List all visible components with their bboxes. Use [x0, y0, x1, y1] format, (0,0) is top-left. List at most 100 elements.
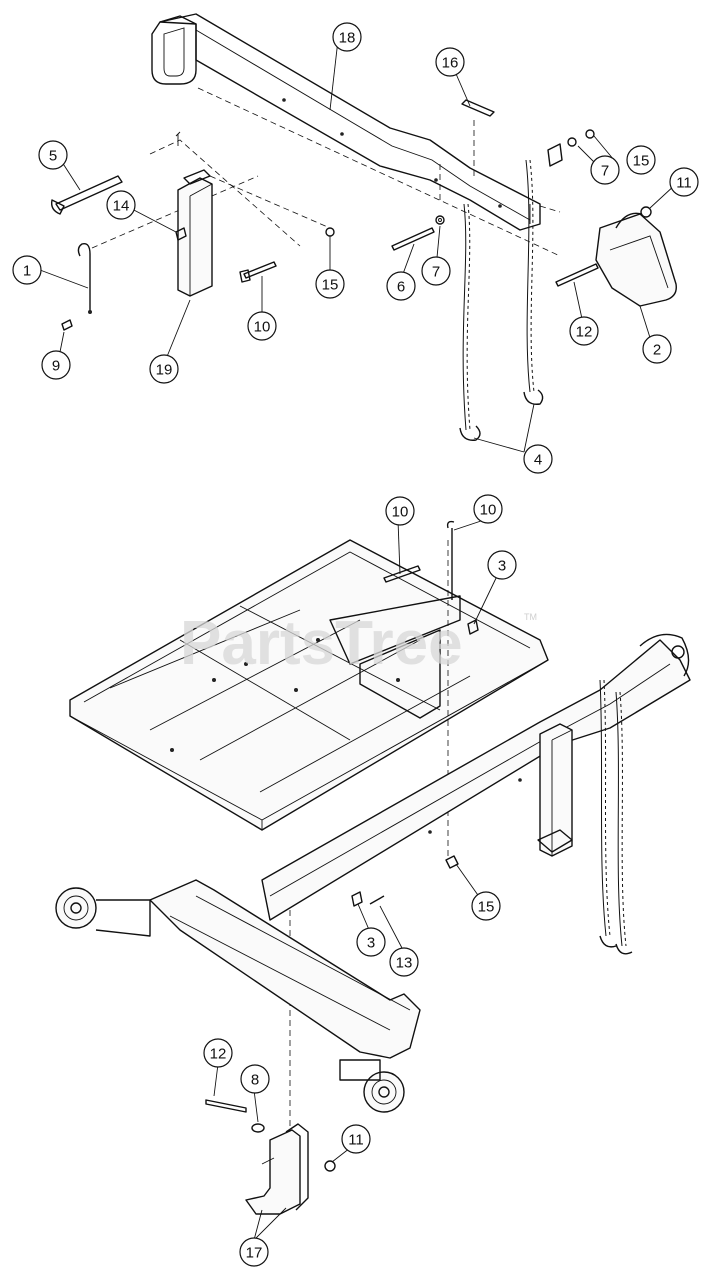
watermark-text: PartsTree: [180, 609, 463, 678]
part-4-safety-chain-left: [462, 203, 467, 431]
callout-14: 14: [106, 190, 136, 220]
callout-17: 17: [239, 1237, 269, 1267]
part-10-bolt-upper: [243, 261, 277, 279]
cart-axle-frame: [149, 879, 421, 1059]
callout-circle: [41, 350, 71, 380]
part-19-jack-stand: [177, 177, 213, 297]
callout-circle: [642, 334, 672, 364]
callout-15: 15: [315, 269, 345, 299]
callout-number: 17: [246, 1245, 263, 1262]
part-2-coupler: [595, 213, 677, 307]
callout-19: 19: [149, 354, 179, 384]
callout-13: 13: [389, 947, 419, 977]
callout-number: 15: [478, 899, 495, 916]
callout-7: 7: [590, 155, 620, 185]
callout-10: 10: [473, 494, 503, 524]
callout-circle: [421, 256, 451, 286]
callout-11: 11: [669, 167, 699, 197]
callout-circle: [106, 190, 136, 220]
callout-15: 15: [626, 145, 656, 175]
callout-circle: [12, 255, 42, 285]
callout-circle: [332, 22, 362, 52]
callout-number: 15: [322, 277, 339, 294]
callout-15: 15: [471, 891, 501, 921]
callout-number: 4: [534, 452, 542, 469]
part-1-hitch-pin: [77, 243, 91, 312]
callout-number: 19: [156, 362, 173, 379]
callout-1: 1: [12, 255, 42, 285]
cart-jack-stand: [539, 723, 573, 857]
callout-7: 7: [421, 256, 451, 286]
callout-4: 4: [523, 444, 553, 474]
callout-circle: [389, 947, 419, 977]
callout-3: 3: [487, 550, 517, 580]
callout-circle: [247, 311, 277, 341]
callout-6: 6: [386, 271, 416, 301]
callout-circle: [626, 145, 656, 175]
callout-number: 14: [113, 198, 130, 215]
tongue-tube: [159, 13, 541, 231]
callout-2: 2: [642, 334, 672, 364]
wheel-hub-right: [339, 1059, 405, 1113]
callout-circle: [315, 269, 345, 299]
callout-number: 10: [254, 319, 271, 336]
callout-5: 5: [38, 140, 68, 170]
callout-number: 16: [442, 55, 459, 72]
callout-circle: [435, 47, 465, 77]
callout-circle: [38, 140, 68, 170]
callout-circle: [240, 1064, 270, 1094]
callout-number: 8: [251, 1072, 259, 1089]
part-6-bolt: [391, 227, 435, 251]
callout-circle: [569, 316, 599, 346]
callout-number: 18: [339, 30, 356, 47]
part-5-clevis-pin: [55, 175, 123, 211]
callout-number: 7: [601, 163, 609, 180]
callout-number: 7: [432, 264, 440, 281]
wheel-hub-left: [55, 887, 151, 937]
callout-circle: [471, 891, 501, 921]
callout-10: 10: [385, 496, 415, 526]
tongue-assembly-top: [50, 13, 677, 441]
callout-number: 1: [23, 263, 31, 280]
callout-circle: [203, 1038, 233, 1068]
callout-circle: [239, 1237, 269, 1267]
tongue-hitch-loop: [151, 15, 197, 85]
callout-18: 18: [332, 22, 362, 52]
callout-number: 9: [52, 358, 60, 375]
part-17-bracket: [245, 1129, 301, 1215]
callout-3: 3: [356, 927, 386, 957]
cart-chain-left: [599, 679, 607, 937]
callout-12: 12: [203, 1038, 233, 1068]
cart-chain-right: [615, 691, 623, 947]
callout-10: 10: [247, 311, 277, 341]
callout-number: 5: [49, 148, 57, 165]
callout-number: 3: [367, 935, 375, 952]
callout-number: 3: [498, 558, 506, 575]
callout-number: 2: [653, 342, 661, 359]
part-16-pin: [461, 99, 495, 117]
callout-number: 11: [676, 175, 692, 192]
callout-8: 8: [240, 1064, 270, 1094]
callout-number: 11: [348, 1132, 364, 1149]
cart-tongue: [261, 639, 691, 921]
callout-circle: [341, 1124, 371, 1154]
callout-circle: [590, 155, 620, 185]
callout-circle: [149, 354, 179, 384]
callout-circle: [385, 496, 415, 526]
part-4-safety-chain-right: [525, 159, 531, 393]
callout-number: 12: [576, 324, 593, 341]
callout-number: 6: [397, 279, 405, 296]
callout-12: 12: [569, 316, 599, 346]
callout-number: 10: [480, 502, 497, 519]
callout-number: 10: [392, 504, 409, 521]
callout-circle: [356, 927, 386, 957]
callout-number: 15: [633, 153, 650, 170]
callout-9: 9: [41, 350, 71, 380]
callout-16: 16: [435, 47, 465, 77]
callout-circle: [473, 494, 503, 524]
callout-number: 12: [210, 1046, 227, 1063]
watermark-tm: TM: [524, 612, 537, 622]
callout-circle: [669, 167, 699, 197]
callout-11: 11: [341, 1124, 371, 1154]
